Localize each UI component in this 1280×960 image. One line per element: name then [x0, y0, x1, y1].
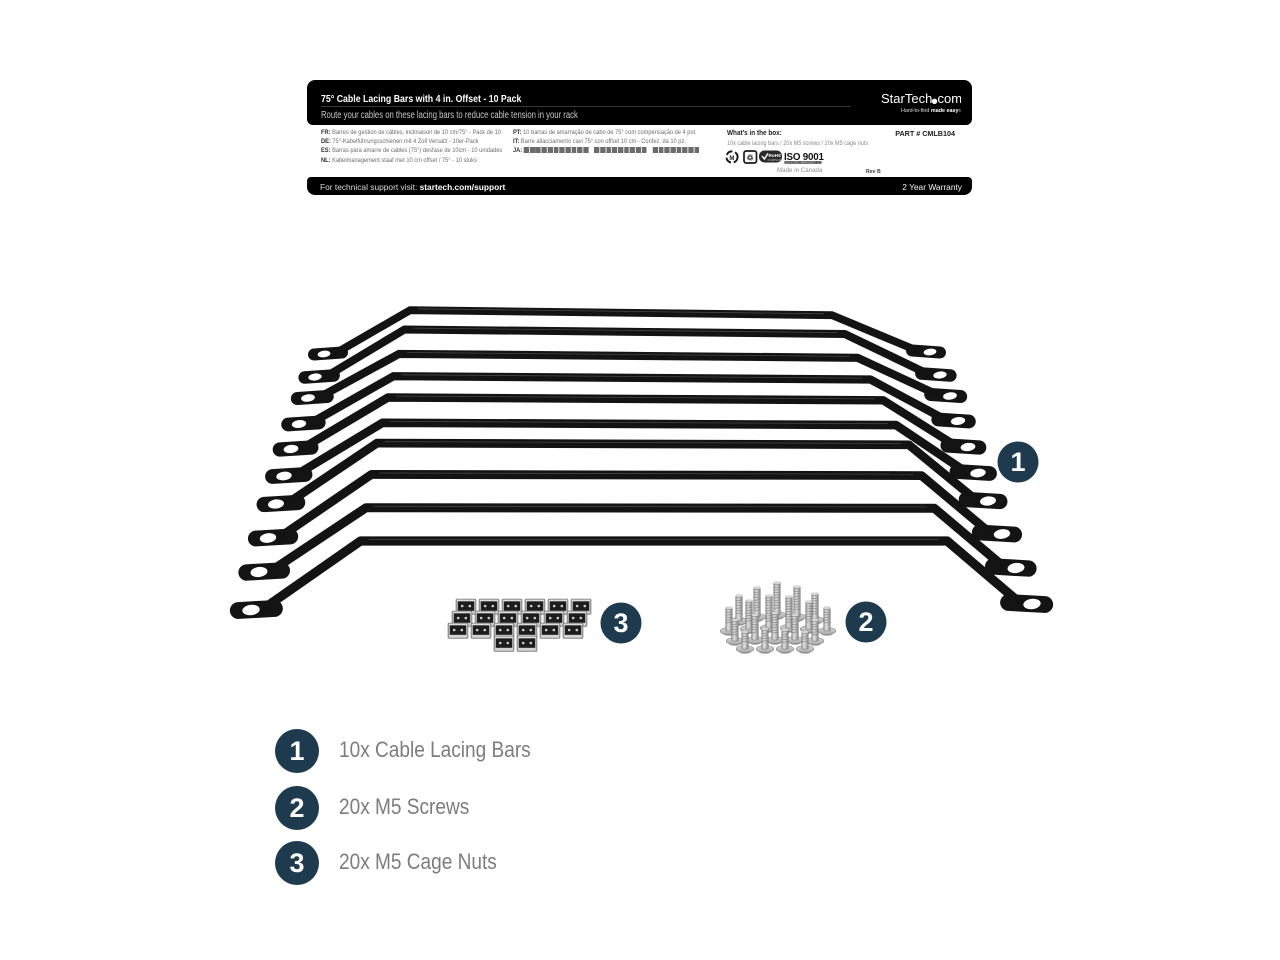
svg-text:Hard-to-find made easy®: Hard-to-find made easy® [901, 108, 961, 114]
svg-text:REGISTERED MANAGEMENT SYSTEM: REGISTERED MANAGEMENT SYSTEM [786, 161, 826, 164]
svg-text:StarTech: StarTech [881, 91, 932, 106]
svg-text:♲: ♲ [747, 154, 754, 163]
svg-text:1: 1 [1010, 447, 1025, 477]
svg-text:M: M [729, 156, 734, 162]
svg-text:ISO 9001: ISO 9001 [784, 152, 825, 163]
svg-text:COMPLIANT: COMPLIANT [768, 158, 785, 162]
svg-text:RoHS: RoHS [769, 153, 782, 158]
svg-text:2: 2 [858, 607, 873, 637]
svg-text:com: com [938, 91, 962, 106]
svg-text:3: 3 [613, 608, 628, 638]
